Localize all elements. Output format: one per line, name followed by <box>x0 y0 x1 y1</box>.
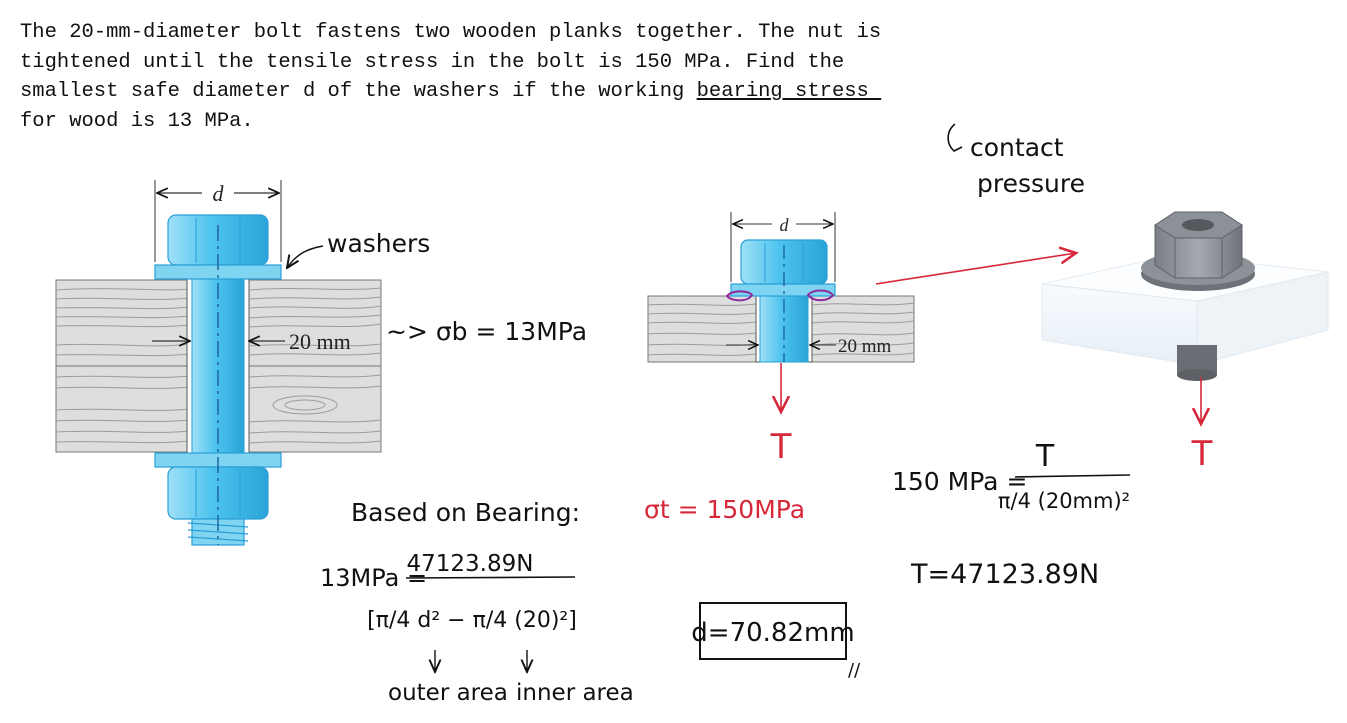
tension-calculation: 150 MPa = T π/4 (20mm)² T=47123.89N <box>892 439 1130 590</box>
outer-area-label: outer area <box>388 680 508 706</box>
contact-note-line-2: pressure <box>977 169 1085 198</box>
tension-denominator: π/4 (20mm)² <box>998 489 1130 513</box>
problem-line-2: tightened until the tensile stress in th… <box>20 50 845 74</box>
middle-t-label: T <box>770 427 792 467</box>
left-d-dimension-label: d <box>213 181 225 206</box>
answer-mark: // <box>848 660 861 681</box>
answer-text: d=70.82mm <box>691 618 854 648</box>
bearing-denominator: [π/4 d² − π/4 (20)²] <box>367 608 577 633</box>
middle-free-body-figure: d 20 mm T σt = 150MPa <box>644 212 1076 524</box>
middle-20mm-label: 20 mm <box>838 336 892 357</box>
washers-label: washers <box>327 229 430 258</box>
middle-d-dimension-label: d <box>780 215 790 235</box>
problem-line-3: smallest safe diameter d of the washers … <box>20 80 697 103</box>
bearing-calculation: Based on Bearing: 13MPa = 47123.89N [π/4… <box>320 498 634 706</box>
problem-line-1: The 20-mm-diameter bolt fastens two wood… <box>20 21 882 44</box>
problem-statement: The 20-mm-diameter bolt fastens two wood… <box>20 18 1120 136</box>
left-20mm-label: 20 mm <box>289 329 351 354</box>
right-3d-washer-figure: T contact pressure <box>947 123 1329 474</box>
left-bolt-figure: d 20 mm washers ~> σb = 13MPa <box>55 180 587 546</box>
contact-note-line-1: contact <box>970 133 1064 162</box>
tension-numerator: T <box>1035 439 1055 474</box>
bearing-numerator: 47123.89N <box>407 551 534 577</box>
right-t-label: T <box>1191 434 1213 474</box>
bearing-stress-underlined: bearing stress <box>696 80 882 103</box>
tension-lhs: 150 MPa = <box>892 467 1027 496</box>
tensile-stress-note: σt = 150MPa <box>644 495 805 524</box>
bearing-stress-note: ~> σb = 13MPa <box>386 317 587 346</box>
bearing-heading: Based on Bearing: <box>351 498 580 527</box>
tension-result: T=47123.89N <box>910 559 1099 590</box>
final-answer: d=70.82mm // <box>691 602 861 681</box>
inner-area-label: inner area <box>516 680 634 706</box>
problem-line-4: for wood is 13 MPa. <box>20 109 254 133</box>
